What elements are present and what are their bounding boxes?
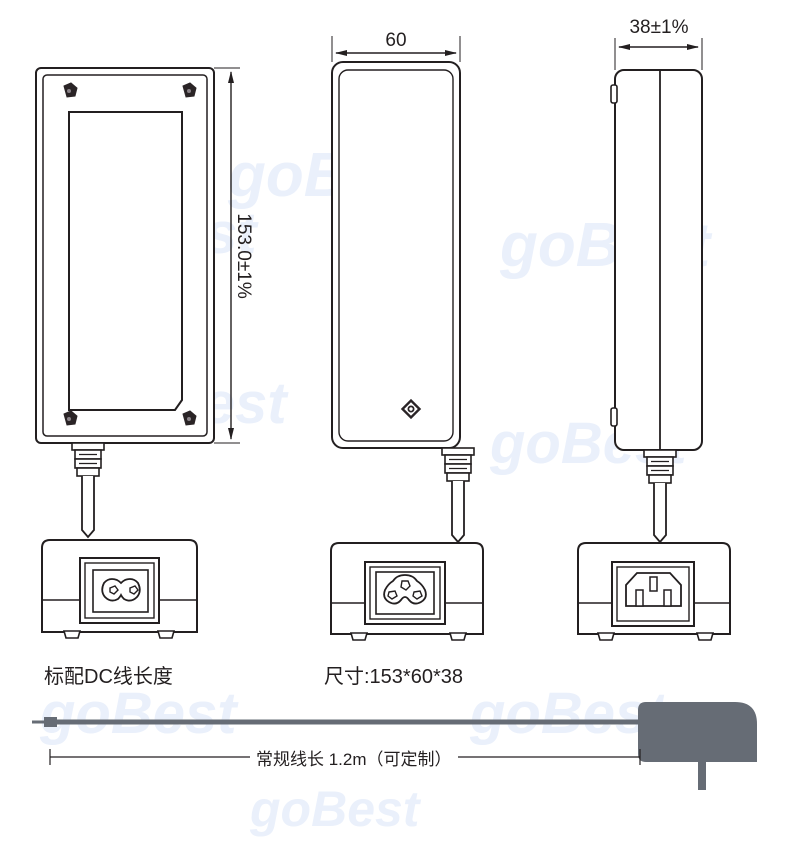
dimension-width: 60: [331, 30, 461, 62]
socket-pin-hole: [635, 589, 644, 607]
cable-strain-relief: [71, 442, 105, 477]
socket-pin-hole: [400, 580, 411, 591]
socket-pin-hole: [387, 590, 398, 600]
side-edge-tab: [610, 84, 618, 104]
housing-foot: [350, 632, 368, 641]
socket-pin-hole: [109, 585, 119, 595]
screw: [182, 82, 197, 98]
socket-pin-hole: [412, 590, 423, 600]
socket-view-figure-8: [41, 539, 198, 639]
screw: [182, 410, 197, 426]
adapter-body: [638, 702, 757, 762]
adapter-pin-stub: [698, 762, 706, 790]
dimension-height-label: 153.0±1%: [233, 213, 254, 299]
dimension-width-label: 60: [385, 30, 406, 51]
bottom-inner-border: [42, 74, 208, 437]
caption-dc-cable: 标配DC线长度: [44, 666, 173, 688]
caption-size: 尺寸:153*60*38: [324, 666, 463, 688]
screw: [63, 410, 78, 426]
side-edge-tab: [610, 407, 618, 427]
front-outer-shell: [331, 61, 461, 449]
screw: [63, 82, 78, 98]
dimension-depth: 38±1%: [614, 17, 703, 70]
dc-cable: [451, 481, 465, 544]
socket-pin-hole: [663, 589, 672, 607]
housing-foot: [597, 632, 615, 641]
bottom-recessed-panel: [68, 111, 183, 411]
cable-illustration: [32, 702, 757, 790]
view-bottom: [35, 67, 215, 539]
view-side: [610, 69, 703, 544]
side-outer-shell: [614, 69, 703, 451]
socket-pin-hole: [649, 576, 658, 592]
housing-foot: [449, 632, 467, 641]
socket-pin-hole: [129, 585, 139, 595]
cable-connector-tip: [44, 717, 57, 727]
housing-foot: [157, 630, 175, 639]
dimension-depth-label: 38±1%: [629, 17, 688, 38]
dc-cable: [653, 483, 667, 544]
socket-opening-figure-8: [101, 578, 141, 602]
dc-cable: [81, 476, 95, 539]
socket-view-clover: [330, 542, 484, 641]
view-front: [331, 61, 475, 544]
dimension-height: 153.0±1%: [214, 67, 254, 444]
housing-foot: [63, 630, 81, 639]
housing-foot: [696, 632, 714, 641]
socket-view-iec-c14: [577, 542, 731, 641]
front-inner-line: [338, 69, 454, 442]
cable-strain-relief: [643, 449, 677, 484]
cable-strain-relief: [441, 447, 475, 482]
led-indicator-icon: [400, 398, 422, 420]
caption-cable-length: 常规线长 1.2m（可定制）: [250, 745, 458, 770]
